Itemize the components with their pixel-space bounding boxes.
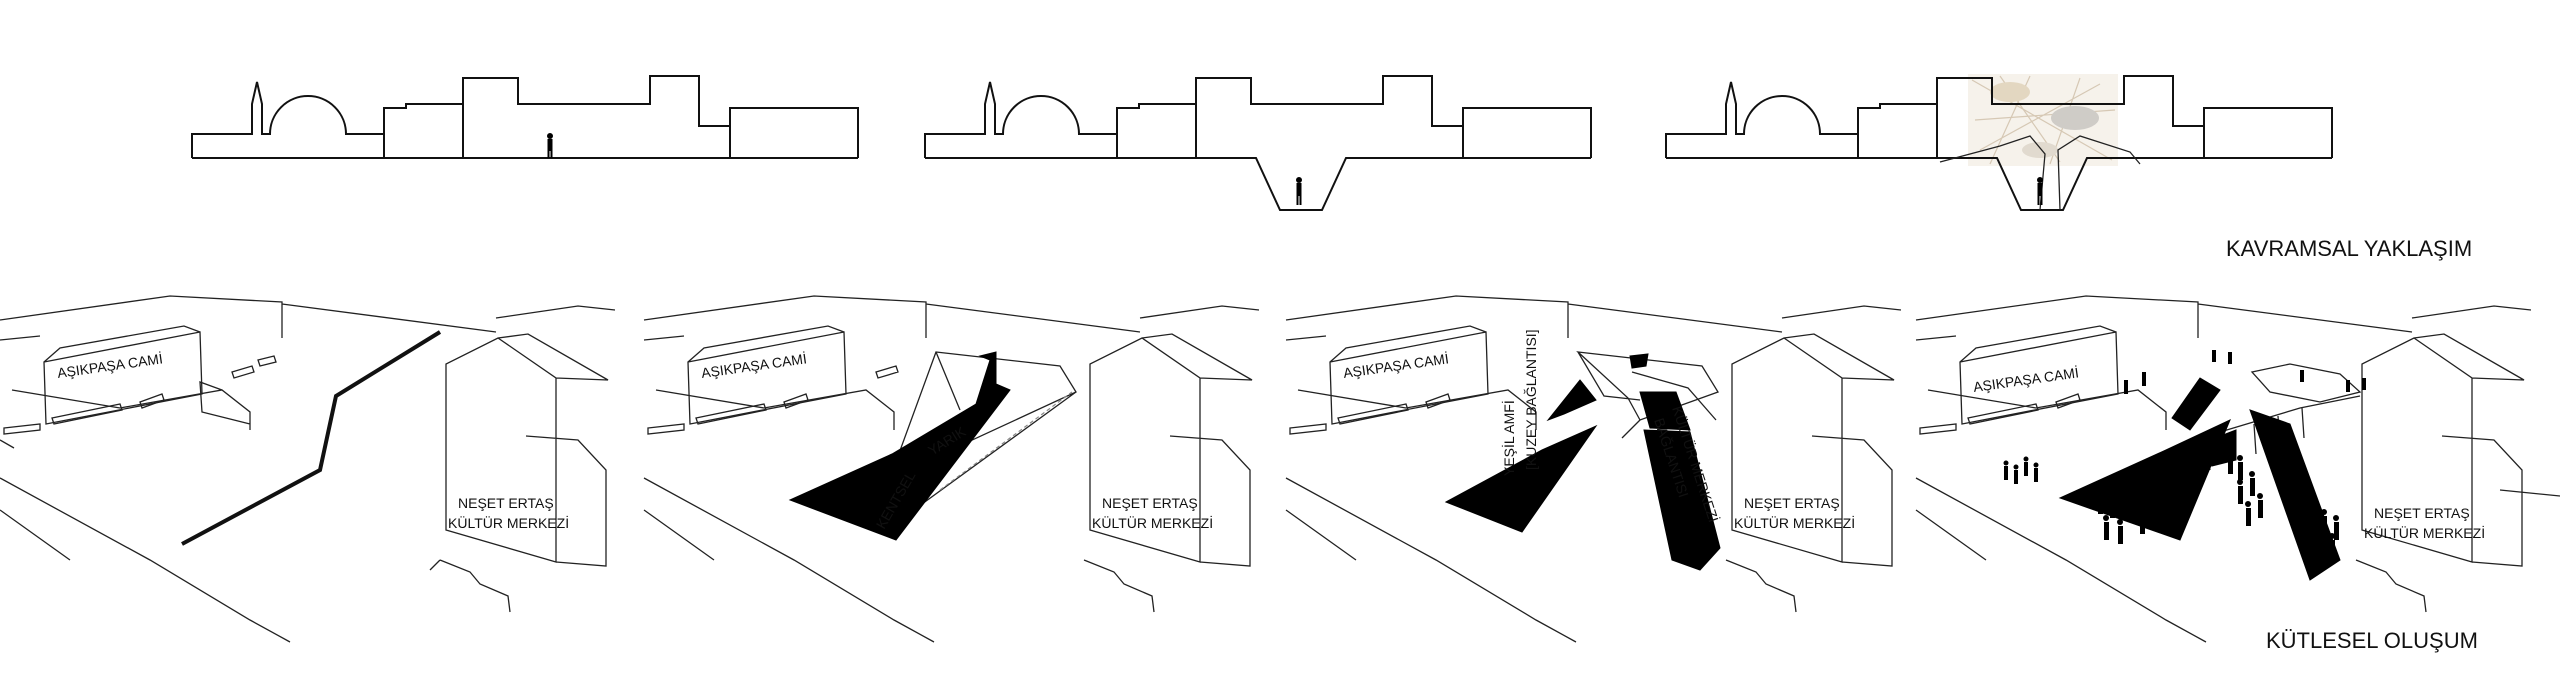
culture-center-block	[445, 333, 609, 567]
section-diagram-2	[924, 75, 1592, 211]
label-culture-1: NEŞET ERTAŞ	[2374, 505, 2470, 521]
label-yesil-amfi: YEŞİL AMFİ	[1500, 400, 1517, 476]
label-mosque: AŞIKPAŞA CAMİ	[1342, 349, 1450, 381]
mass-diagram-4: AŞIKPAŞA CAMİ NEŞET ERTAŞ KÜLTÜR MERKEZİ	[1915, 295, 2560, 643]
label-culture-2: KÜLTÜR MERKEZİ	[2364, 524, 2485, 541]
mass-diagram-2: KENTSEL YARIK AŞIKPAŞA CAMİ NEŞET ERTAŞ …	[643, 295, 1260, 643]
culture-center-block	[1089, 333, 1253, 567]
section-diagram-1	[191, 75, 859, 159]
people-silhouettes	[2003, 350, 2366, 558]
label-culture-2: KÜLTÜR MERKEZİ	[1092, 514, 1213, 531]
culture-center-block	[1731, 333, 1895, 567]
label-culture-2: KÜLTÜR MERKEZİ	[1734, 514, 1855, 531]
culture-link-shape	[1629, 353, 1721, 571]
label-culture-1: NEŞET ERTAŞ	[458, 495, 554, 511]
mosque-block	[687, 325, 847, 425]
person-figure	[1296, 177, 1302, 205]
label-mosque: AŞIKPAŞA CAMİ	[56, 349, 164, 381]
mass-diagram-1: AŞIKPAŞA CAMİ NEŞET ERTAŞ KÜLTÜR MERKEZİ	[0, 295, 616, 643]
person-figure	[2037, 177, 2043, 205]
person-figure	[547, 133, 553, 158]
urban-rift-shape	[788, 351, 1011, 541]
mass-diagram-3: YEŞİL AMFİ [KUZEY BAĞLANTISI] KÜLTÜR MER…	[1285, 295, 1902, 643]
label-mosque: AŞIKPAŞA CAMİ	[700, 349, 808, 381]
culture-center-block	[2361, 333, 2525, 567]
title-mass: KÜTLESEL OLUŞUM	[2266, 628, 2478, 653]
green-amphitheater-shape	[1444, 379, 1598, 533]
label-mosque: AŞIKPAŞA CAMİ	[1972, 363, 2080, 395]
label-culture-2: KÜLTÜR MERKEZİ	[448, 514, 569, 531]
label-kuzey: [KUZEY BAĞLANTISI]	[1523, 329, 1539, 470]
label-culture-1: NEŞET ERTAŞ	[1744, 495, 1840, 511]
mosque-block	[1959, 325, 2119, 425]
section-diagram-3	[1665, 74, 2333, 211]
mosque-block	[43, 325, 203, 425]
label-culture-1: NEŞET ERTAŞ	[1102, 495, 1198, 511]
mosque-block	[1329, 325, 1489, 425]
title-concept: KAVRAMSAL YAKLAŞIM	[2226, 236, 2472, 261]
